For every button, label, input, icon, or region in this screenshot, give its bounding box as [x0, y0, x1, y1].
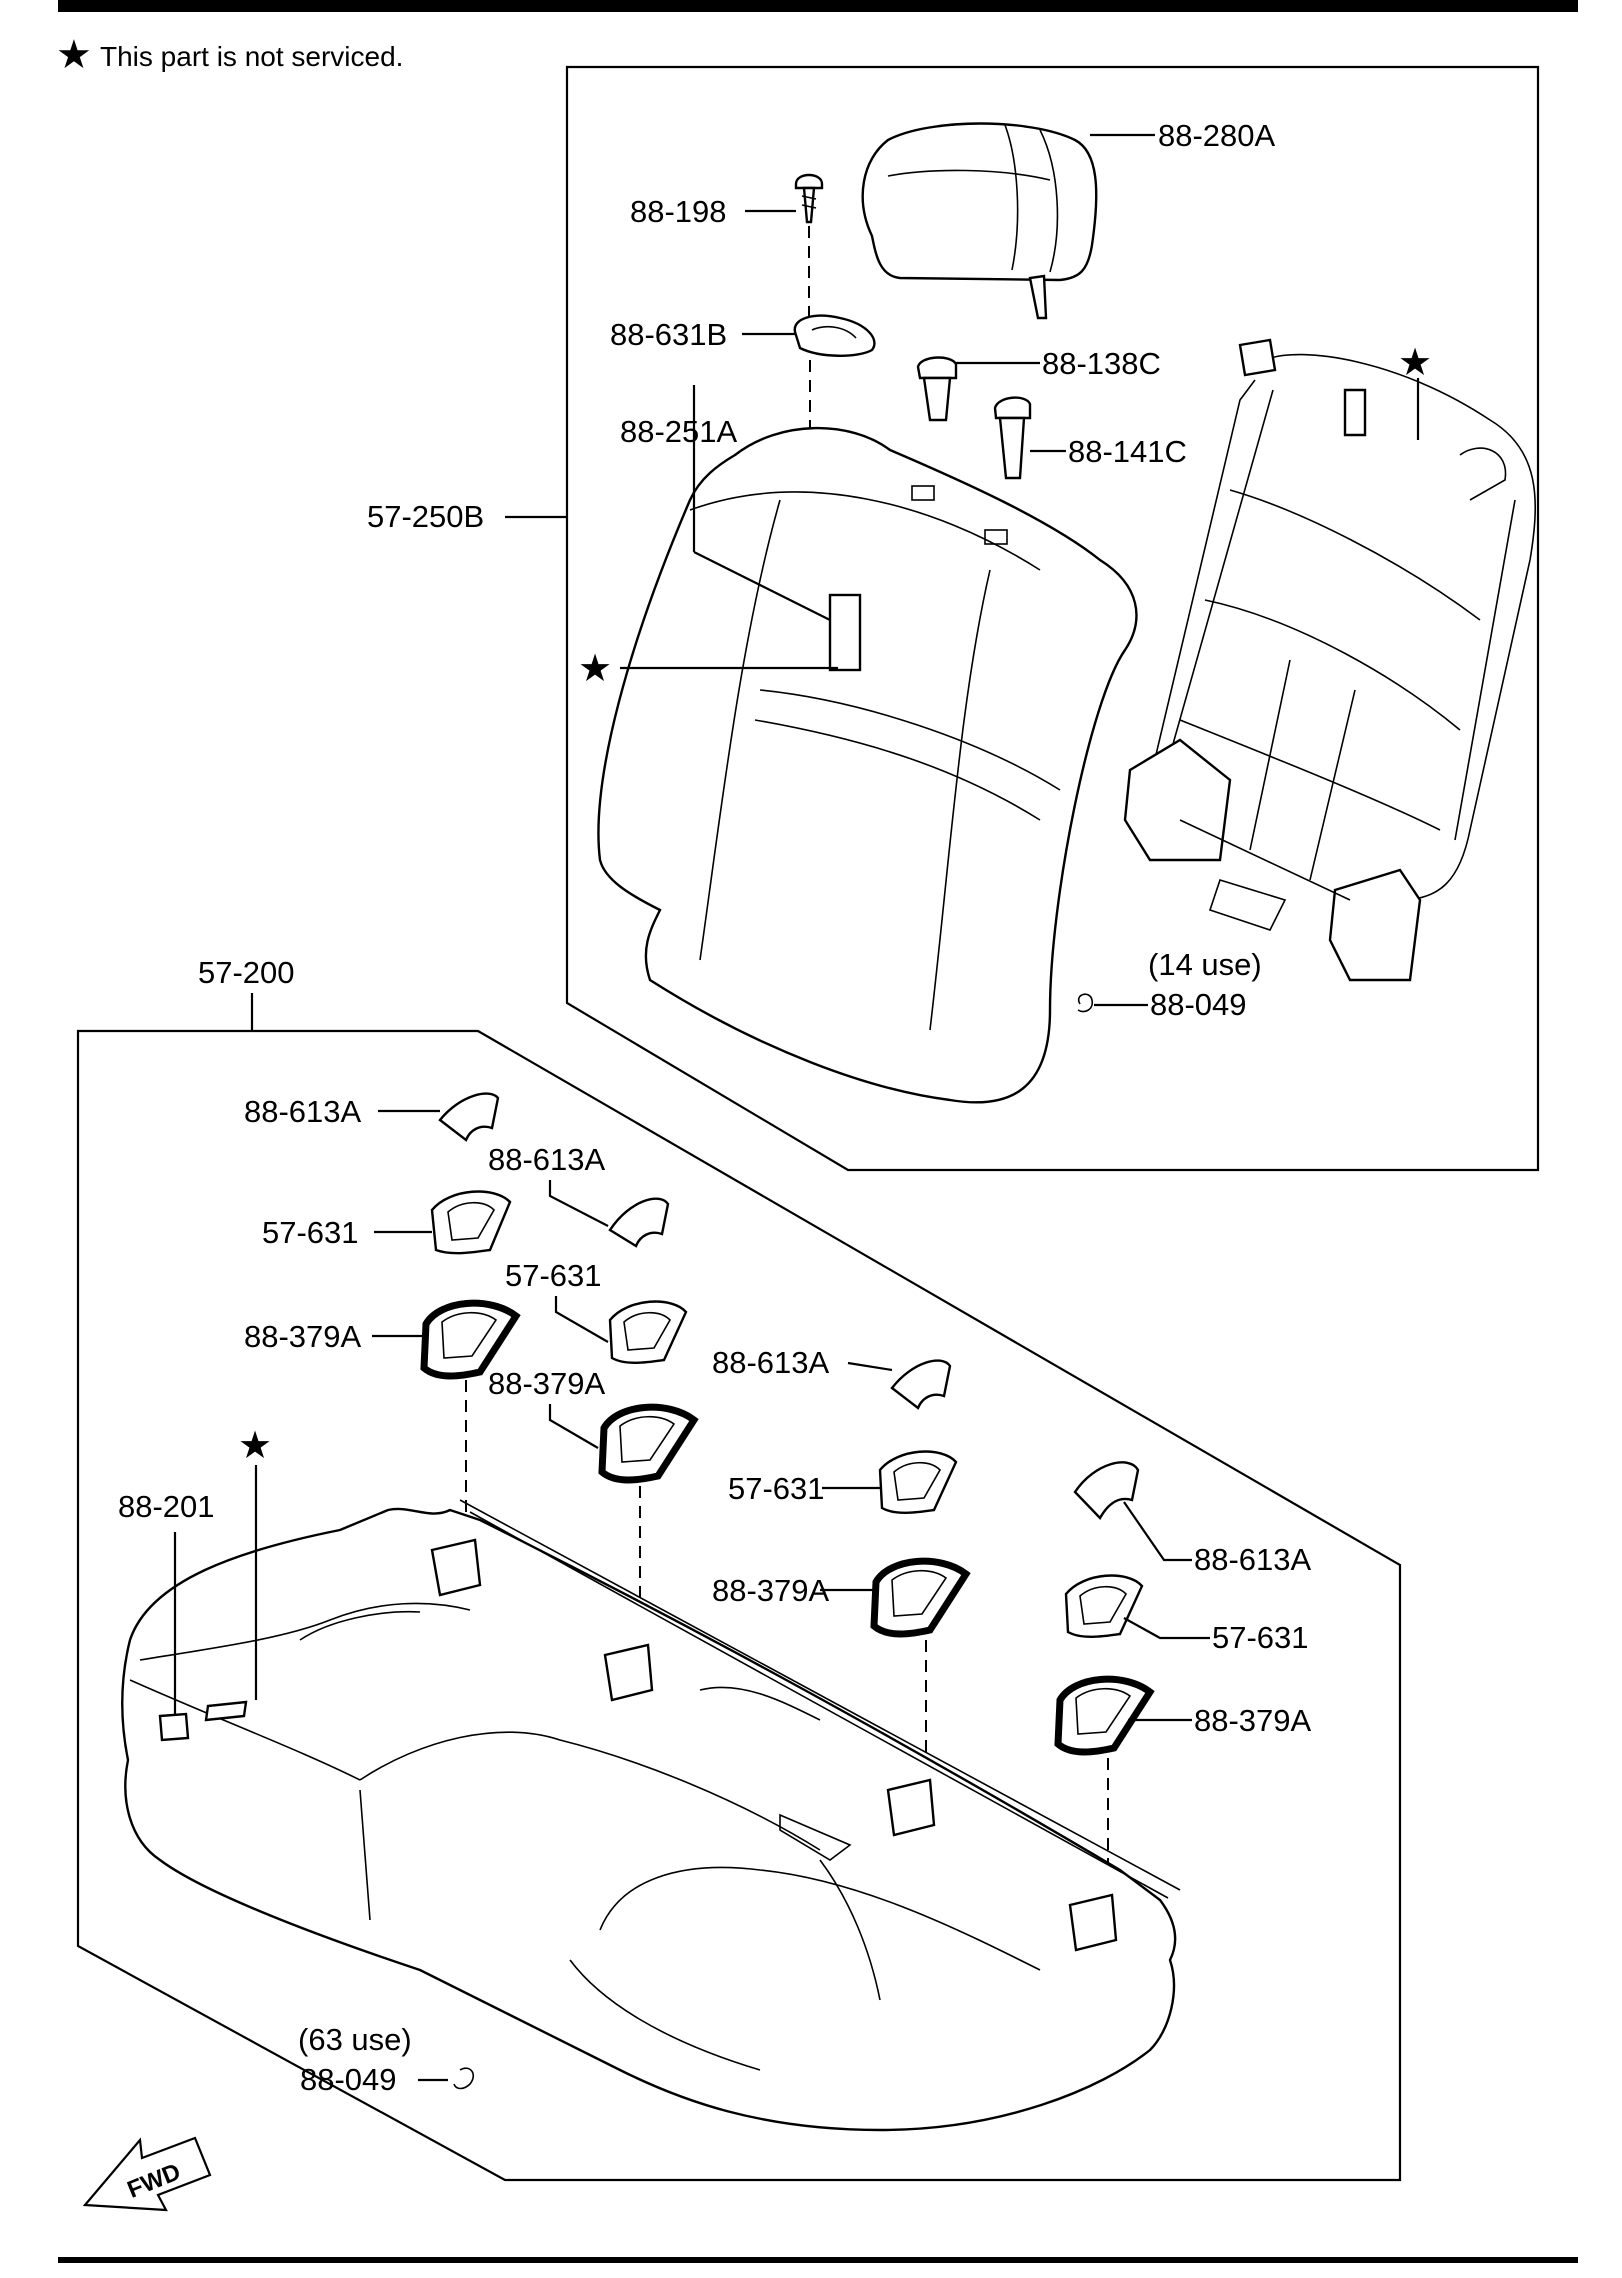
- label-57-200: 57-200: [198, 955, 295, 990]
- cushion-group-frame: [76, 1029, 1402, 2182]
- label-88-201: 88-201: [118, 1489, 215, 1524]
- label-57-631-2: 57-631: [505, 1258, 602, 1293]
- seatback-cushion-drawing: [597, 426, 1138, 1104]
- bezel-57-631-2: [608, 1300, 688, 1364]
- label-57-631-4: 57-631: [1212, 1620, 1309, 1655]
- bezel-57-631-3: [878, 1450, 958, 1514]
- cover-613a-1: [438, 1092, 500, 1142]
- cover-613a-4: [1073, 1461, 1140, 1520]
- label-57-631-1: 57-631: [262, 1215, 359, 1250]
- label-88-138c: 88-138C: [1042, 346, 1161, 381]
- usage-14: (14 use): [1148, 947, 1262, 982]
- anchor-379a-4: [1054, 1675, 1155, 1756]
- label-88-141c: 88-141C: [1068, 434, 1187, 469]
- seat-cushion-drawing: [121, 1499, 1181, 2132]
- clip-631b-drawing: [793, 314, 876, 357]
- star-frame: ★: [1398, 342, 1432, 384]
- svg-text:FWD: FWD: [124, 2158, 185, 2204]
- star-symbol: ★: [56, 33, 92, 77]
- label-88-379a-1: 88-379A: [244, 1319, 362, 1354]
- label-88-379a-4: 88-379A: [1194, 1703, 1312, 1738]
- cover-613a-2: [608, 1197, 670, 1248]
- cover-613a-3: [890, 1359, 952, 1410]
- hog-ring-icon-cushion: [453, 2067, 475, 2090]
- label-88-049-cushion: 88-049: [300, 2062, 397, 2097]
- label-57-250b: 57-250B: [367, 499, 484, 534]
- label-88-613a-4: 88-613A: [1194, 1542, 1312, 1577]
- seatback-group-frame: [565, 65, 1540, 1172]
- fwd-arrow-icon: FWD: [82, 2136, 212, 2212]
- label-88-613a-3: 88-613A: [712, 1345, 830, 1380]
- star-seatback-label: ★: [578, 648, 612, 690]
- bezel-57-631-4: [1064, 1574, 1144, 1638]
- guide-138c-drawing: [916, 356, 958, 422]
- seatback-frame-drawing: [1123, 338, 1536, 982]
- star-cushion-label: ★: [238, 1425, 272, 1467]
- label-88-613a-2: 88-613A: [488, 1142, 606, 1177]
- top-rule: [58, 0, 1578, 12]
- anchor-379a-3: [870, 1557, 971, 1638]
- not-serviced-note: This part is not serviced.: [100, 41, 403, 72]
- bezel-57-631-1: [430, 1190, 512, 1255]
- usage-63: (63 use): [298, 2022, 412, 2057]
- label-88-631b: 88-631B: [610, 317, 727, 352]
- screw-drawing: [794, 173, 824, 224]
- label-88-280a: 88-280A: [1158, 118, 1276, 153]
- label-88-251a: 88-251A: [620, 414, 738, 449]
- anchor-379a-2: [598, 1403, 699, 1484]
- hog-ring-icon-seatback: [1077, 993, 1094, 1013]
- label-88-379a-3: 88-379A: [712, 1573, 830, 1608]
- guide-141c-drawing: [993, 396, 1032, 480]
- label-57-631-3: 57-631: [728, 1471, 825, 1506]
- label-88-198: 88-198: [630, 194, 727, 229]
- headrest-drawing: [861, 122, 1098, 320]
- label-88-049-seatback: 88-049: [1150, 987, 1247, 1022]
- bottom-rule: [58, 2257, 1578, 2263]
- label-88-613a-1: 88-613A: [244, 1094, 362, 1129]
- label-88-379a-2: 88-379A: [488, 1366, 606, 1401]
